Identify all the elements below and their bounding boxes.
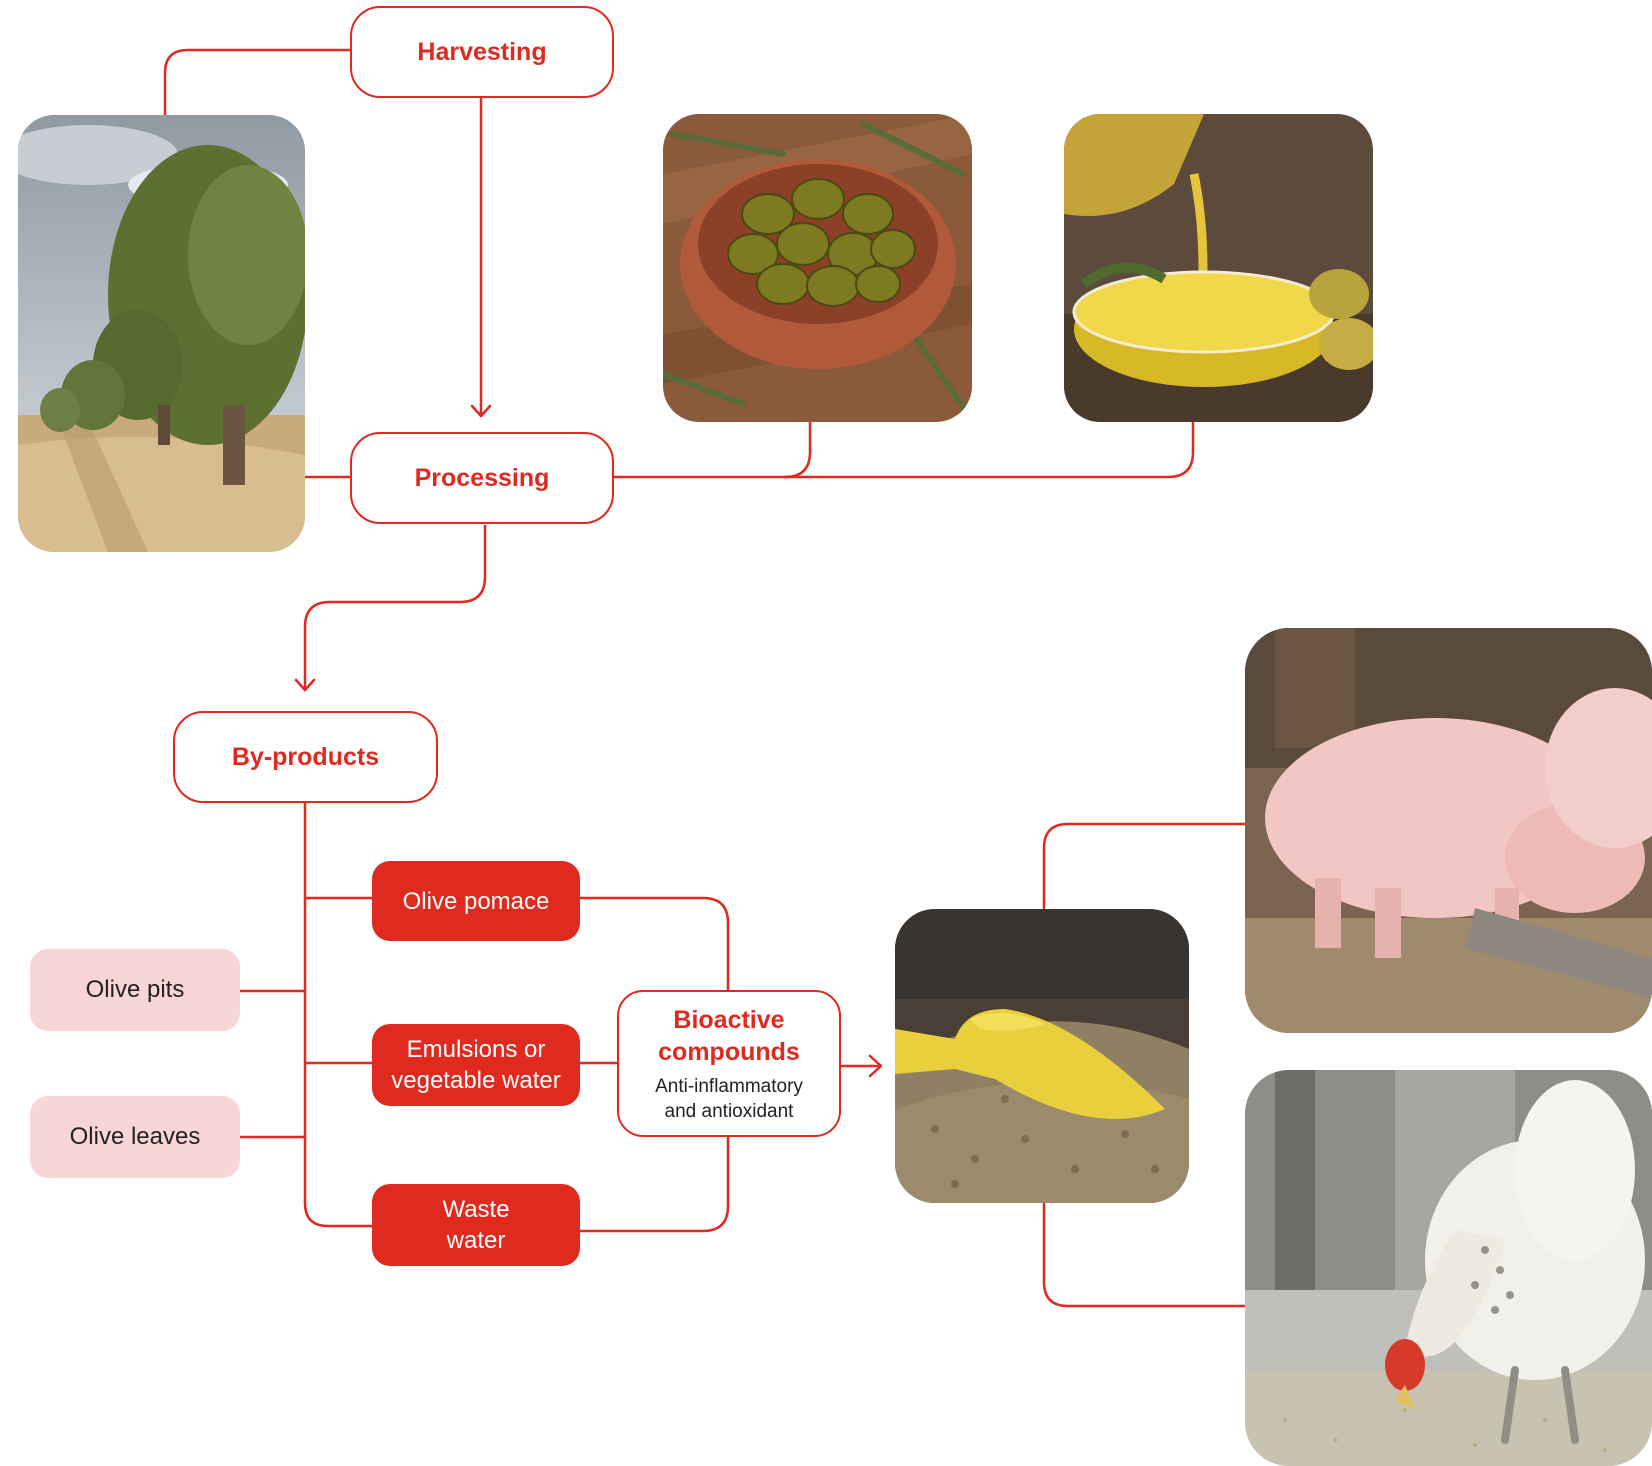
olive-leaves-node: Olive leaves: [30, 1096, 240, 1178]
waste-water-label-line2: water: [446, 1227, 506, 1254]
link-processing-oil: [783, 420, 1195, 479]
olive-bowl-photo: [663, 114, 972, 422]
link-processing-byproducts: [303, 524, 487, 692]
link-harvesting-grove: [163, 48, 352, 117]
byproducts-node: By-products: [173, 711, 438, 803]
link-feed-pig: [1042, 822, 1247, 911]
bioactive-sub-line2: and antioxidant: [664, 1100, 794, 1122]
emulsions-node: Emulsions or vegetable water: [372, 1024, 580, 1106]
link-pomace-bioactive: [578, 896, 730, 992]
arrowhead-feed: [868, 1054, 883, 1078]
pig-photo: [1245, 628, 1652, 1033]
link-processing-olives: [609, 420, 812, 479]
feed-pellets-photo: [895, 909, 1189, 1203]
harvesting-label: Harvesting: [417, 37, 547, 66]
arrowhead-byproducts: [294, 678, 316, 692]
bioactive-compounds-node: Bioactive compounds Anti-inflammatory an…: [617, 990, 841, 1137]
olive-grove-photo: [18, 115, 305, 552]
emulsions-label-line2: vegetable water: [391, 1067, 561, 1094]
olive-leaves-label: Olive leaves: [69, 1123, 201, 1150]
link-byproducts-trunk: [303, 798, 374, 1228]
chicken-photo: [1245, 1070, 1652, 1466]
olive-pits-node: Olive pits: [30, 949, 240, 1031]
byproducts-label: By-products: [231, 742, 380, 771]
link-waste-bioactive: [578, 1135, 730, 1233]
processing-node: Processing: [350, 432, 614, 524]
link-feed-chicken: [1042, 1201, 1247, 1308]
olive-pomace-label: Olive pomace: [402, 887, 550, 915]
bioactive-title-line1: Bioactive: [673, 1005, 785, 1034]
olive-pits-label: Olive pits: [85, 976, 185, 1003]
olive-oil-photo: [1064, 114, 1373, 422]
emulsions-label-line1: Emulsions or: [406, 1036, 546, 1063]
waste-water-node: Waste water: [372, 1184, 580, 1266]
olive-pomace-node: Olive pomace: [372, 861, 580, 941]
arrowhead-processing: [470, 404, 492, 418]
harvesting-node: Harvesting: [350, 6, 614, 98]
waste-water-label-line1: Waste: [442, 1196, 510, 1223]
processing-label: Processing: [414, 463, 550, 492]
bioactive-title-line2: compounds: [658, 1037, 800, 1066]
bioactive-sub-line1: Anti-inflammatory: [655, 1075, 803, 1097]
